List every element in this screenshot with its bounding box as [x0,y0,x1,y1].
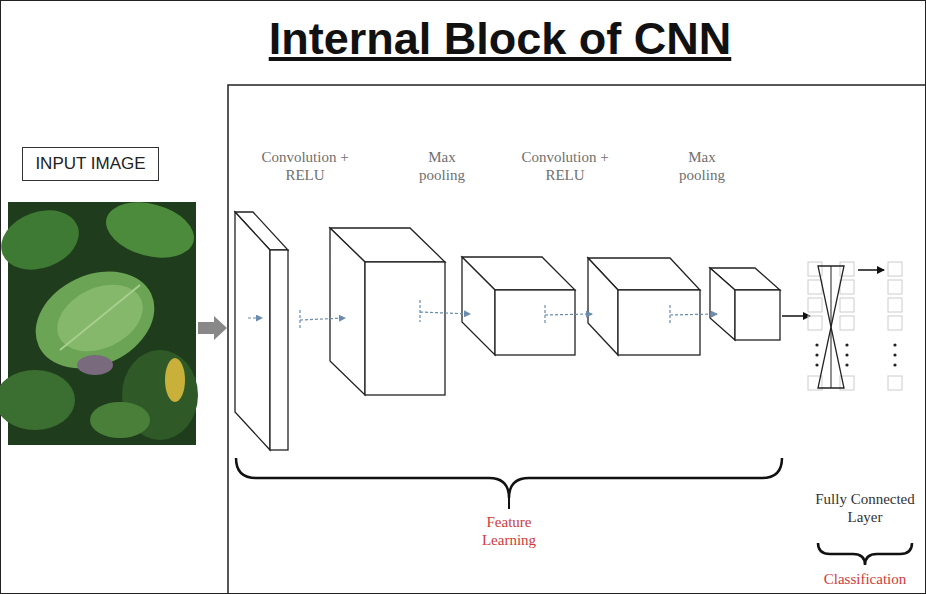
leaf-photo [0,193,200,445]
flatten-arrow [782,315,810,317]
diagram-title: Internal Block of CNN [269,14,732,64]
box-label: INPUT IMAGE [35,154,145,174]
input-arrow [198,316,227,340]
feature-brace [236,458,782,498]
fully-connected-layer [808,262,902,390]
layer-label: Fully Connected Layer [810,490,920,526]
feature-maps [235,212,780,450]
kernel-arrows [248,300,717,330]
layer-label: Convolution + RELU [519,148,611,184]
layer-label: Max pooling [676,148,728,184]
layer-label: Max pooling [416,148,468,184]
classification-brace [818,543,912,565]
brace-stem [508,498,510,509]
input-box: INPUT IMAGE [22,147,159,181]
group-label: Feature Learning [473,513,545,549]
network-frame [228,85,926,594]
layer-label: Convolution + RELU [259,148,351,184]
group-label: Classification [815,570,915,588]
